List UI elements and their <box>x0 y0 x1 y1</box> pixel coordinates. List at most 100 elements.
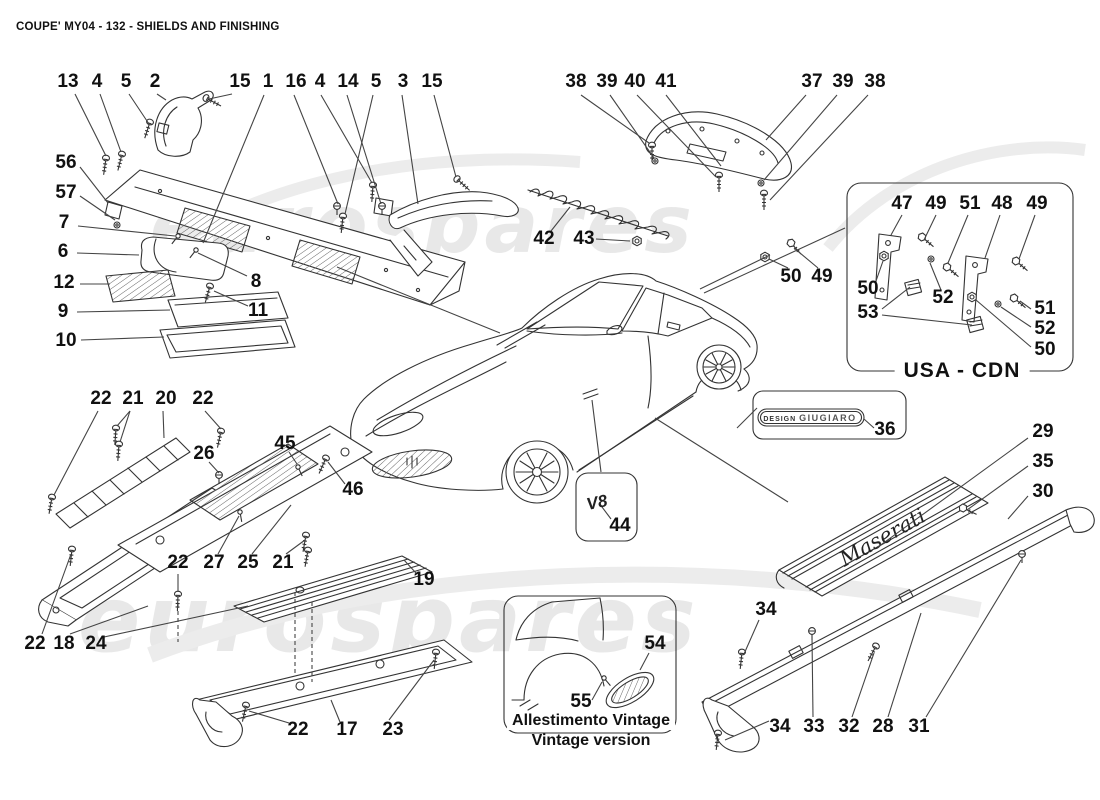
leader-line <box>1000 306 1032 328</box>
callout-40: 40 <box>624 71 646 92</box>
leader-line <box>609 94 655 159</box>
callout-21: 21 <box>122 388 144 409</box>
leader-line <box>320 94 373 184</box>
callout-22: 22 <box>90 388 112 409</box>
leader-line <box>53 410 99 496</box>
callout-42: 42 <box>533 228 555 249</box>
leader-line <box>881 286 911 310</box>
leader-line <box>327 461 346 485</box>
leader-line <box>248 710 290 724</box>
leader-line <box>769 94 869 201</box>
leader-line <box>204 410 222 430</box>
callout-50: 50 <box>780 266 802 287</box>
callout-29: 29 <box>1032 421 1054 442</box>
leader-line <box>763 94 838 181</box>
callout-32: 32 <box>838 716 860 737</box>
callout-47: 47 <box>891 193 913 214</box>
leader-line <box>403 559 417 574</box>
leader-line <box>550 206 571 232</box>
badge-word-giugiaro: GIUGIARO <box>799 413 857 423</box>
callout-12: 12 <box>53 272 75 293</box>
callout-13: 13 <box>57 71 79 92</box>
leader-line <box>887 612 922 718</box>
callout-46: 46 <box>342 479 364 500</box>
callout-4: 4 <box>91 71 103 92</box>
leader-line <box>344 94 374 215</box>
callout-41: 41 <box>655 71 677 92</box>
callout-53: 53 <box>857 302 879 323</box>
leader-line <box>654 417 789 503</box>
leader-line <box>636 94 717 178</box>
tread-plate-part <box>233 555 433 623</box>
leader-line <box>116 410 131 427</box>
cowl-shield-part <box>104 169 466 306</box>
callout-51: 51 <box>959 193 981 214</box>
v8-badge-logo: V8 <box>584 491 610 514</box>
callout-48: 48 <box>991 193 1013 214</box>
leader-line <box>346 94 382 205</box>
leader-line <box>74 93 107 157</box>
leader-line <box>76 252 140 256</box>
leader-line <box>202 94 265 244</box>
leader-line <box>76 309 171 313</box>
callout-49: 49 <box>1026 193 1048 214</box>
callout-33: 33 <box>803 716 825 737</box>
callout-30: 30 <box>1032 481 1054 502</box>
air-duct-part <box>140 236 229 281</box>
callout-5: 5 <box>370 71 382 92</box>
callout-39: 39 <box>832 71 854 92</box>
leader-line <box>665 94 722 167</box>
callout-52: 52 <box>932 287 954 308</box>
leader-line <box>703 227 846 294</box>
leader-line <box>929 262 942 291</box>
leader-line <box>388 659 435 721</box>
callout-6: 6 <box>57 241 69 262</box>
leader-line <box>330 699 341 723</box>
leader-line <box>69 605 149 635</box>
giugiaro-badge-box <box>752 390 907 440</box>
callout-18: 18 <box>53 633 75 654</box>
leader-line <box>251 504 292 555</box>
callout-27: 27 <box>203 552 225 573</box>
leader-line <box>966 465 1029 511</box>
leader-line <box>41 553 72 635</box>
design-giugiaro-badge: DESIGN GIUGIARO <box>763 413 856 423</box>
v8-badge-box <box>575 472 638 542</box>
callout-49: 49 <box>811 266 833 287</box>
leader-line <box>77 225 176 237</box>
callout-55: 55 <box>570 691 592 712</box>
leader-line <box>765 94 807 141</box>
leader-line <box>984 214 1001 259</box>
leader-line <box>793 247 819 269</box>
leader-line <box>99 93 122 153</box>
rear-shield-part <box>645 111 792 181</box>
leader-line <box>119 410 131 443</box>
callout-11: 11 <box>247 300 269 321</box>
callout-37: 37 <box>801 71 823 92</box>
leader-line <box>79 195 116 221</box>
callout-34: 34 <box>769 716 791 737</box>
callout-4: 4 <box>314 71 326 92</box>
leader-line <box>128 93 150 125</box>
leader-line <box>103 605 249 638</box>
callout-50: 50 <box>1034 339 1056 360</box>
leader-line <box>890 214 903 236</box>
callout-28: 28 <box>872 716 894 737</box>
callout-50: 50 <box>857 278 879 299</box>
badge-word-design: DESIGN <box>763 416 797 423</box>
callout-34: 34 <box>755 599 777 620</box>
callout-38: 38 <box>864 71 886 92</box>
callout-22: 22 <box>192 388 214 409</box>
leader-line <box>699 254 771 290</box>
callout-22: 22 <box>287 719 309 740</box>
maserati-sill-cover-part <box>775 476 989 597</box>
leader-line <box>1007 495 1029 520</box>
callout-14: 14 <box>337 71 359 92</box>
leader-line <box>1018 214 1036 260</box>
leader-line <box>947 214 969 264</box>
callout-43: 43 <box>573 228 595 249</box>
callout-23: 23 <box>382 719 404 740</box>
callout-15: 15 <box>421 71 443 92</box>
leader-line <box>595 238 631 242</box>
